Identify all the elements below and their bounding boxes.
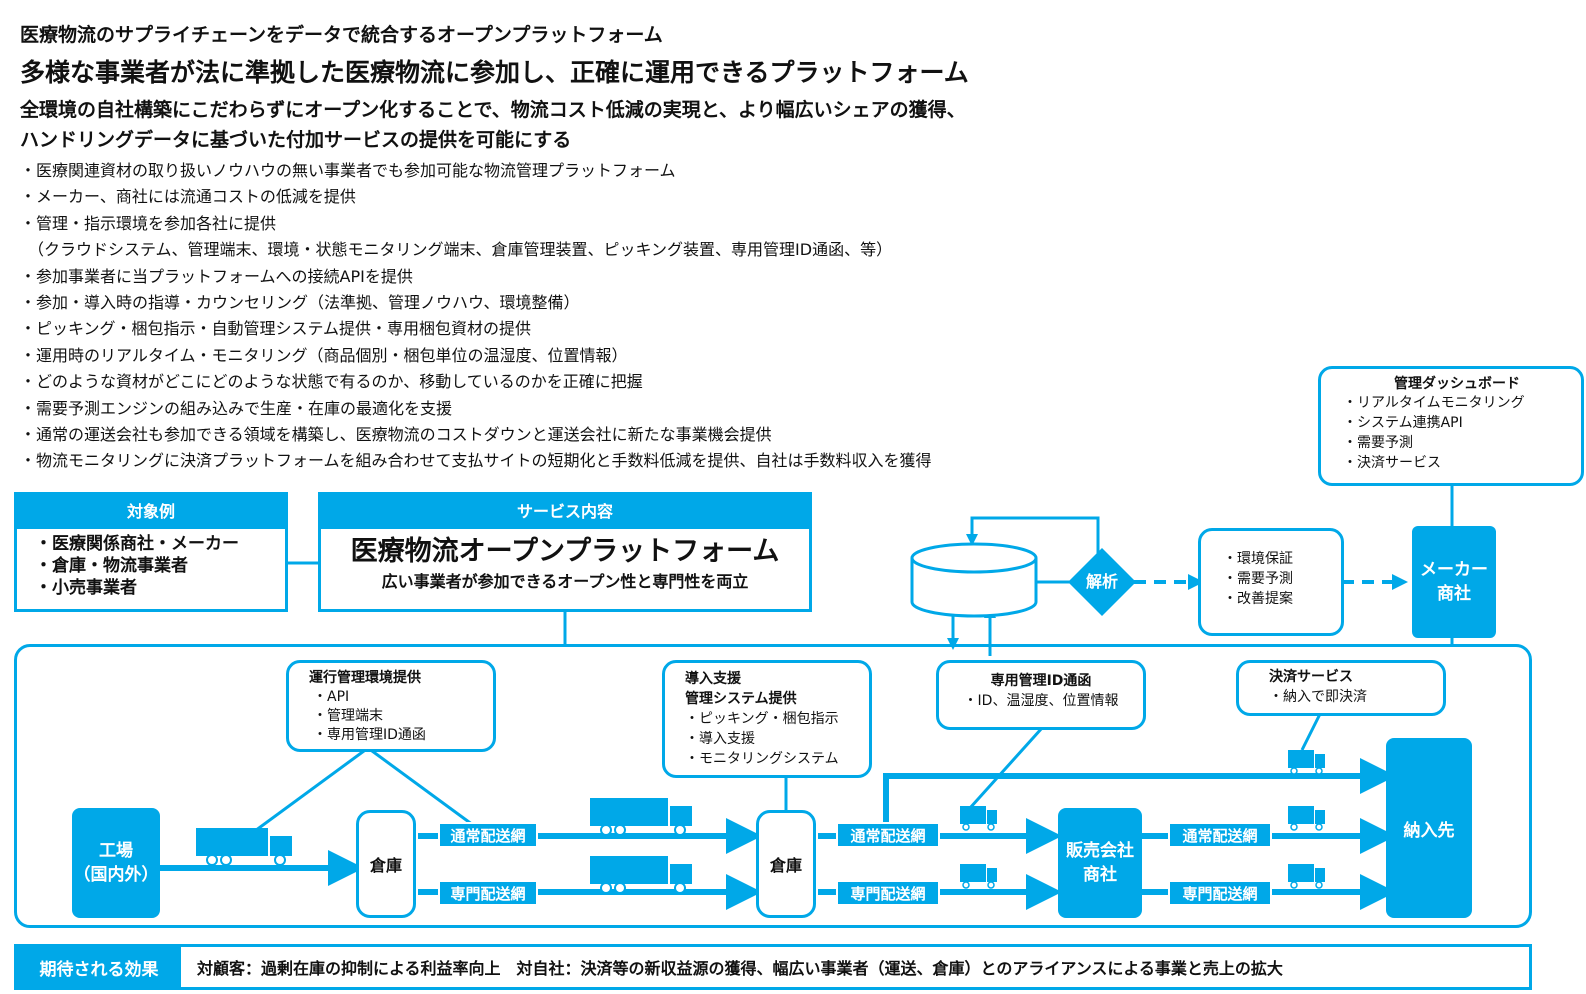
- bullet-list: ・医療関連資材の取り扱いノウハウの無い事業者でも参加可能な物流管理プラットフォー…: [20, 158, 932, 475]
- bullet-item: ・需要予測エンジンの組み込みで生産・在庫の最適化を支援: [20, 398, 453, 418]
- seller-line2: 商社: [1083, 865, 1117, 885]
- bullet-item: ・メーカー、商社には流通コストの低減を提供: [20, 187, 356, 207]
- bullet-item: ・参加・導入時の指導・カウンセリング（法準拠、管理ノウハウ、環境整備）: [20, 293, 580, 313]
- bullet-item: （クラウドシステム、管理端末、環境・状態モニタリング端末、倉庫管理装置、ピッキン…: [20, 240, 893, 260]
- header-line3: 全環境の自社構築にこだわらずにオープン化することで、物流コスト低減の実現と、より…: [20, 95, 966, 155]
- targets-title: 対象例: [17, 495, 285, 529]
- payment-title: 決済サービス: [1269, 669, 1353, 685]
- intro-support-item: ・モニタリングシステム: [685, 751, 839, 767]
- truck-icon: [196, 828, 292, 866]
- id-box-title: 専用管理ID通函: [990, 673, 1092, 689]
- maker-line1: メーカー: [1420, 560, 1488, 580]
- header-line3a: 全環境の自社構築にこだわらずにオープン化することで、物流コスト低減の実現と、より…: [20, 99, 966, 121]
- service-box: サービス内容 医療物流オープンプラットフォーム 広い事業者が参加できるオープン性…: [318, 492, 812, 612]
- dashboard-item: ・需要予測: [1343, 435, 1413, 451]
- target-item: ・倉庫・物流事業者: [35, 556, 188, 576]
- insight-item: ・需要予測: [1223, 571, 1293, 587]
- bullet-item: ・医療関連資材の取り扱いノウハウの無い事業者でも参加可能な物流管理プラットフォー…: [20, 161, 676, 180]
- intro-support-title2: 管理システム提供: [685, 691, 797, 707]
- effects-text: 対顧客：過剰在庫の抑制による利益率向上 対自社：決済等の新収益源の獲得、幅広い事…: [197, 959, 1283, 978]
- factory-line1: 工場: [99, 841, 133, 861]
- header-line1: 医療物流のサプライチェーンをデータで統合するオープンプラットフォーム: [20, 24, 663, 46]
- bullet-item: ・運用時のリアルタイム・モニタリング（商品個別・梱包単位の温湿度、位置情報）: [20, 345, 628, 365]
- truck-icon: [590, 798, 692, 836]
- bullet-item: ・参加事業者に当プラットフォームへの接続APIを提供: [20, 266, 413, 286]
- service-title: サービス内容: [321, 495, 809, 529]
- insight-item: ・改善提案: [1223, 591, 1293, 607]
- effects-label: 期待される効果: [17, 947, 181, 987]
- dashboard-item: ・システム連携API: [1343, 415, 1463, 431]
- service-main: 医療物流オープンプラットフォーム: [350, 536, 780, 567]
- analysis-label: 解析: [1085, 572, 1118, 591]
- ops-env-title: 運行管理環境提供: [309, 670, 421, 686]
- bullet-item: ・管理・指示環境を参加各社に提供: [20, 213, 277, 233]
- truck-icon: [960, 864, 997, 889]
- main-flow-frame: [14, 644, 1532, 928]
- id-box: 専用管理ID通函 ・ID、温湿度、位置情報: [936, 660, 1146, 730]
- ops-env-item: ・管理端末: [313, 708, 383, 724]
- bullet-item: ・物流モニタリングに決済プラットフォームを組み合わせて支払サイトの短期化と手数料…: [20, 451, 932, 471]
- service-sub: 広い事業者が参加できるオープン性と専門性を両立: [381, 572, 749, 591]
- truck-icon: [590, 856, 692, 894]
- targets-list: ・医療関係商社・メーカー ・倉庫・物流事業者 ・小売事業者: [17, 529, 285, 599]
- truck-icon: [1288, 864, 1325, 889]
- database-icon: [910, 542, 1038, 618]
- network-label-normal: 通常配送網: [836, 822, 940, 848]
- warehouse-2-label: 倉庫: [769, 856, 802, 875]
- truck-icon: [1288, 750, 1325, 775]
- payment-box: 決済サービス ・納入で即決済: [1236, 660, 1446, 716]
- intro-support-item: ・ピッキング・梱包指示: [685, 711, 839, 727]
- bullet-item: ・通常の運送会社も参加できる領域を構築し、医療物流のコストダウンと運送会社に新た…: [20, 425, 772, 445]
- seller-box: 販売会社 商社: [1058, 808, 1142, 918]
- target-item: ・医療関係商社・メーカー: [35, 534, 239, 554]
- maker-box: メーカー 商社: [1412, 526, 1496, 638]
- intro-support-box: 導入支援 管理システム提供 ・ピッキング・梱包指示 ・導入支援 ・モニタリングシ…: [662, 660, 872, 778]
- warehouse-1-label: 倉庫: [369, 856, 402, 875]
- network-label-special: 専門配送網: [1168, 880, 1272, 906]
- destination-box: 納入先: [1386, 738, 1472, 918]
- intro-support-title1: 導入支援: [685, 671, 741, 687]
- maker-line2: 商社: [1437, 584, 1471, 604]
- effects-bar: 期待される効果 対顧客：過剰在庫の抑制による利益率向上 対自社：決済等の新収益源…: [14, 944, 1532, 990]
- ops-env-item: ・専用管理ID通函: [313, 727, 426, 743]
- network-label-special: 専門配送網: [836, 880, 940, 906]
- payment-item: ・納入で即決済: [1269, 689, 1367, 705]
- intro-support-item: ・導入支援: [685, 731, 755, 747]
- dashboard-box: 管理ダッシュボード ・リアルタイムモニタリング ・システム連携API ・需要予測…: [1318, 366, 1584, 486]
- ops-env-item: ・API: [313, 689, 350, 705]
- network-label-special: 専門配送網: [438, 880, 538, 906]
- dashboard-title: 管理ダッシュボード: [1394, 376, 1520, 392]
- analysis-diamond: [1068, 548, 1136, 616]
- warehouse-1: 倉庫: [356, 810, 416, 918]
- targets-box: 対象例 ・医療関係商社・メーカー ・倉庫・物流事業者 ・小売事業者: [14, 492, 288, 612]
- header-line3b: ハンドリングデータに基づいた付加サービスの提供を可能にする: [20, 129, 572, 151]
- bullet-item: ・どのような資材がどこにどのような状態で有るのか、移動しているのかを正確に把握: [20, 372, 643, 392]
- warehouse-2: 倉庫: [756, 810, 816, 918]
- dashboard-item: ・リアルタイムモニタリング: [1343, 395, 1525, 411]
- truck-icon: [1288, 806, 1325, 831]
- network-label-normal: 通常配送網: [1168, 822, 1272, 848]
- header-line2: 多様な事業者が法に準拠した医療物流に参加し、正確に運用できるプラットフォーム: [20, 58, 969, 87]
- insights-box: ・環境保証 ・需要予測 ・改善提案: [1198, 528, 1344, 636]
- destination-label: 納入先: [1403, 820, 1455, 841]
- bullet-item: ・ピッキング・梱包指示・自動管理システム提供・専用梱包資材の提供: [20, 319, 532, 339]
- id-box-item: ・ID、温湿度、位置情報: [963, 693, 1119, 709]
- insight-item: ・環境保証: [1223, 551, 1293, 567]
- target-item: ・小売事業者: [35, 578, 137, 598]
- factory-line2: （国内外）: [73, 865, 159, 885]
- factory-box: 工場 （国内外）: [72, 808, 160, 918]
- ops-env-box: 運行管理環境提供 ・API ・管理端末 ・専用管理ID通函: [286, 660, 496, 752]
- network-label-normal: 通常配送網: [438, 822, 538, 848]
- truck-icon: [960, 806, 997, 831]
- seller-line1: 販売会社: [1066, 841, 1134, 861]
- dashboard-item: ・決済サービス: [1343, 455, 1441, 471]
